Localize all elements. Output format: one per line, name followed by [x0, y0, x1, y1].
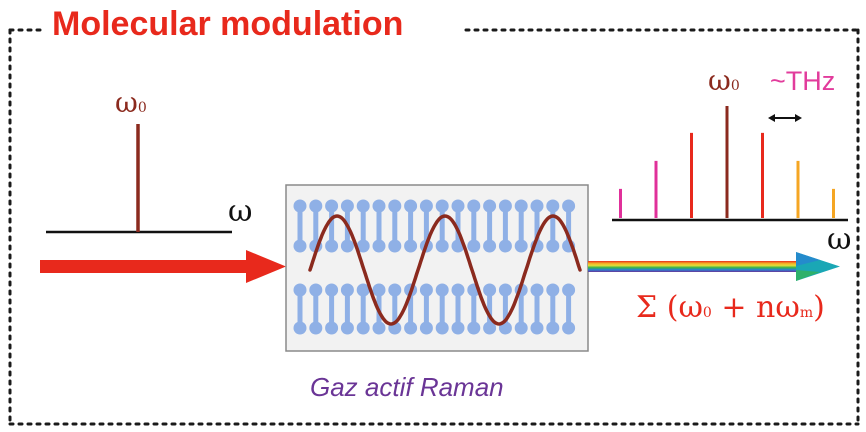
output-spectral-lines	[619, 106, 835, 218]
dumbbell-molecule-icon	[435, 199, 449, 253]
dumbbell-molecule-icon	[546, 283, 560, 335]
dotted-frame	[8, 28, 860, 426]
dumbbell-molecule-icon	[388, 199, 402, 253]
output-center-label: ω0	[708, 64, 740, 97]
dumbbell-molecule-icon	[562, 283, 576, 335]
diagram-title: Molecular modulation	[48, 4, 408, 44]
input-spectrum	[46, 124, 232, 234]
double-headed-arrow-icon	[768, 114, 802, 122]
output-frequency-formula: Σ (ω0 + nωm)	[636, 290, 825, 325]
dumbbell-molecule-icon	[325, 283, 339, 335]
dumbbell-molecule-icon	[372, 199, 386, 253]
input-peak-label: ω0	[115, 86, 147, 119]
dumbbell-molecule-icon	[451, 283, 465, 335]
dumbbell-molecule-icon	[467, 199, 481, 253]
raman-gas-cell	[285, 184, 589, 352]
dumbbell-molecule-icon	[419, 283, 433, 335]
input-axis-label: ω	[228, 194, 253, 229]
dumbbell-molecule-icon	[498, 199, 512, 253]
dumbbell-molecule-icon	[514, 199, 528, 253]
gas-caption: Gaz actif Raman	[310, 372, 504, 402]
dumbbell-molecule-icon	[309, 283, 323, 335]
dumbbell-molecule-icon	[356, 283, 370, 335]
dumbbell-molecule-icon	[530, 283, 544, 335]
dumbbell-molecule-icon	[325, 199, 339, 253]
molecular-wave	[308, 214, 582, 326]
mode-spacing-label: ~THz	[770, 66, 836, 96]
output-beam-arrow	[588, 252, 840, 281]
dumbbell-molecule-icon	[435, 283, 449, 335]
molecule-grid	[293, 199, 576, 335]
dumbbell-molecule-icon	[483, 199, 497, 253]
output-axis-label: ω	[827, 222, 852, 257]
dumbbell-molecule-icon	[546, 199, 560, 253]
dumbbell-molecule-icon	[483, 283, 497, 335]
dumbbell-molecule-icon	[293, 283, 307, 335]
dumbbell-molecule-icon	[356, 199, 370, 253]
dumbbell-molecule-icon	[293, 199, 307, 253]
dumbbell-molecule-icon	[404, 199, 418, 253]
input-beam-arrow	[40, 250, 286, 283]
output-spectrum	[612, 106, 848, 222]
dumbbell-molecule-icon	[340, 283, 354, 335]
